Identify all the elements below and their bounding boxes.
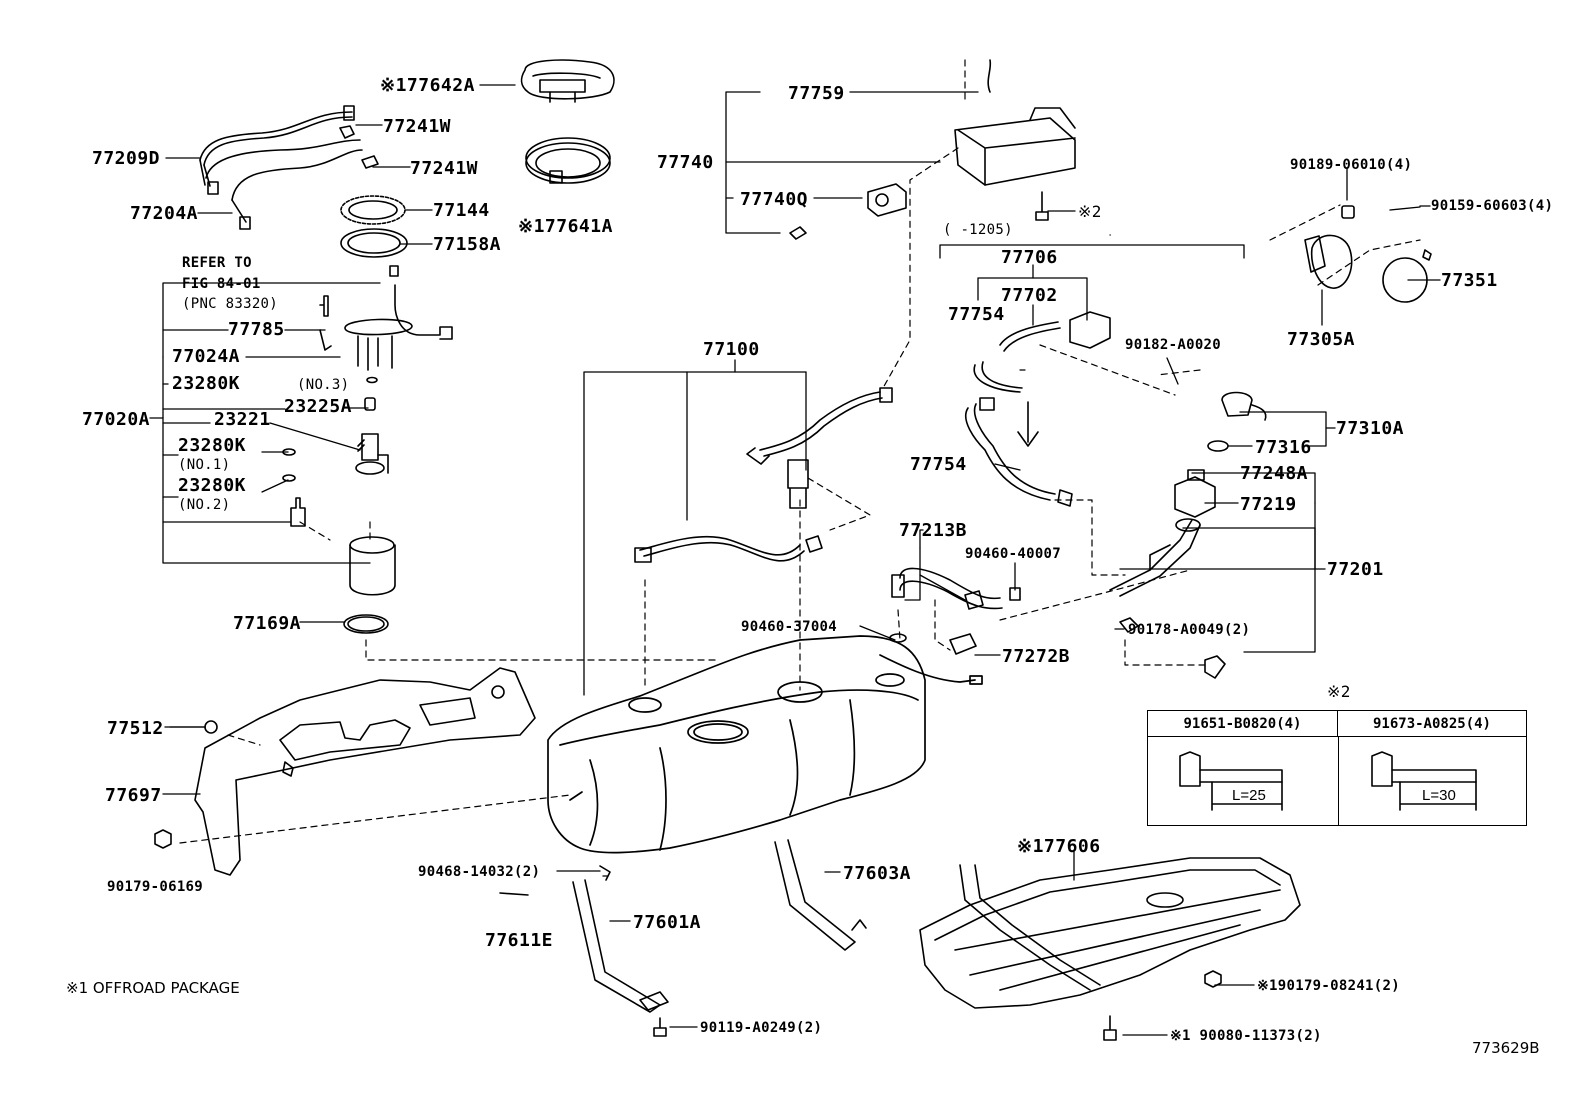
bolt-table: 91651-B0820(4) 91673-A0825(4) L=25 L=30 (1147, 710, 1527, 826)
label-77740: 77740 (657, 152, 714, 173)
label-77272B: 77272B (1002, 646, 1071, 667)
label-90178-A0049: 90178-A0049(2) (1128, 622, 1251, 638)
label-77759: 77759 (788, 83, 845, 104)
label-77020A: 77020A (82, 409, 151, 430)
label-no3: (NO.3) (297, 377, 350, 393)
diagram-code: 773629B (1472, 1039, 1540, 1057)
tank-straps (499, 839, 867, 1037)
fuel-lines-left (199, 105, 379, 230)
label-77754-upper: 77754 (948, 304, 1005, 325)
bolt-table-divider (1338, 737, 1339, 825)
label-77241W-upper: 77241W (383, 116, 452, 137)
label-90159-60603: 90159-60603(4) (1431, 198, 1554, 214)
bolt-length-col2: L=30 (1422, 787, 1456, 804)
label-date-range: ( -1205) (943, 222, 1013, 238)
label-90182-A0020: 90182-A0020 (1125, 337, 1222, 353)
sender-lines (634, 387, 893, 563)
label-90460-40007: 90460-40007 (965, 546, 1062, 562)
bolt-table-col2-header: 91673-A0825(4) (1338, 711, 1526, 737)
bolt-table-col1-header: 91651-B0820(4) (1148, 711, 1338, 737)
fuel-tank (547, 635, 983, 854)
label-90179-06169: 90179-06169 (107, 879, 204, 895)
label-77785: 77785 (228, 319, 285, 340)
label-no2: (NO.2) (178, 497, 231, 513)
retainer-rings (340, 137, 611, 258)
label-77213B: 77213B (899, 520, 968, 541)
refer-note-line3: (PNC 83320) (182, 296, 279, 312)
bolt-drawings (1179, 751, 1477, 811)
label-77201: 77201 (1327, 559, 1384, 580)
label-77241W-lower: 77241W (410, 158, 479, 179)
label-77601A: 77601A (633, 912, 702, 933)
label-90080-11373: ※1 90080-11373(2) (1170, 1028, 1322, 1044)
label-77204A: 77204A (130, 203, 199, 224)
label-77740Q: 77740Q (740, 189, 809, 210)
label-23280K-no2: 23280K (178, 475, 247, 496)
label-77248A: 77248A (1240, 463, 1309, 484)
label-mark2-bolt: ※2 (1078, 202, 1102, 221)
label-77754-lower: 77754 (910, 454, 967, 475)
label-90179-08241: ※190179-08241(2) (1257, 978, 1400, 994)
label-90119-A0249: 90119-A0249(2) (700, 1020, 823, 1036)
label-77611E: 77611E (485, 930, 554, 951)
label-table-mark2: ※2 (1327, 682, 1351, 701)
label-90468-14032: 90468-14032(2) (418, 864, 541, 880)
refer-note-line1: REFER TO (182, 255, 252, 271)
label-77697: 77697 (105, 785, 162, 806)
label-77512: 77512 (107, 718, 164, 739)
label-77310A: 77310A (1336, 418, 1405, 439)
label-77706: 77706 (1001, 247, 1058, 268)
label-23280K-no3: 23280K (172, 373, 241, 394)
label-77702: 77702 (1001, 285, 1058, 306)
label-77100: 77100 (703, 339, 760, 360)
sender-cover (520, 59, 615, 103)
filler-neck (1109, 391, 1267, 679)
label-77305A: 77305A (1287, 329, 1356, 350)
refer-note-line2: FIG 84-01 (182, 276, 261, 292)
heat-shield-left (154, 667, 536, 876)
label-23221: 23221 (214, 409, 271, 430)
label-77641A: ※177641A (518, 216, 613, 237)
label-77606: ※177606 (1017, 836, 1101, 857)
fill-hose (889, 567, 1021, 655)
label-90189-06010: 90189-06010(4) (1290, 157, 1413, 173)
label-23280K-no1: 23280K (178, 435, 247, 456)
label-77316: 77316 (1255, 437, 1312, 458)
footnote-offroad: ※1 OFFROAD PACKAGE (66, 979, 240, 997)
vent-hoses (965, 311, 1111, 507)
label-77158A: 77158A (433, 234, 502, 255)
label-77642A: ※177642A (380, 75, 475, 96)
label-77169A: 77169A (233, 613, 302, 634)
label-77144: 77144 (433, 200, 490, 221)
label-no1: (NO.1) (178, 457, 231, 473)
label-77603A: 77603A (843, 863, 912, 884)
label-77219: 77219 (1240, 494, 1297, 515)
bolt-length-col1: L=25 (1232, 787, 1266, 804)
skid-plate (919, 857, 1301, 1041)
leader-lines (149, 84, 1441, 1036)
label-77024A: 77024A (172, 346, 241, 367)
charcoal-canister (789, 59, 1076, 240)
fuel-lid-assembly (1304, 205, 1432, 303)
label-90460-37004: 90460-37004 (741, 619, 838, 635)
label-77351: 77351 (1441, 270, 1498, 291)
label-23225A: 23225A (284, 396, 353, 417)
fuel-pump-module (282, 265, 453, 634)
label-77209D: 77209D (92, 148, 161, 169)
